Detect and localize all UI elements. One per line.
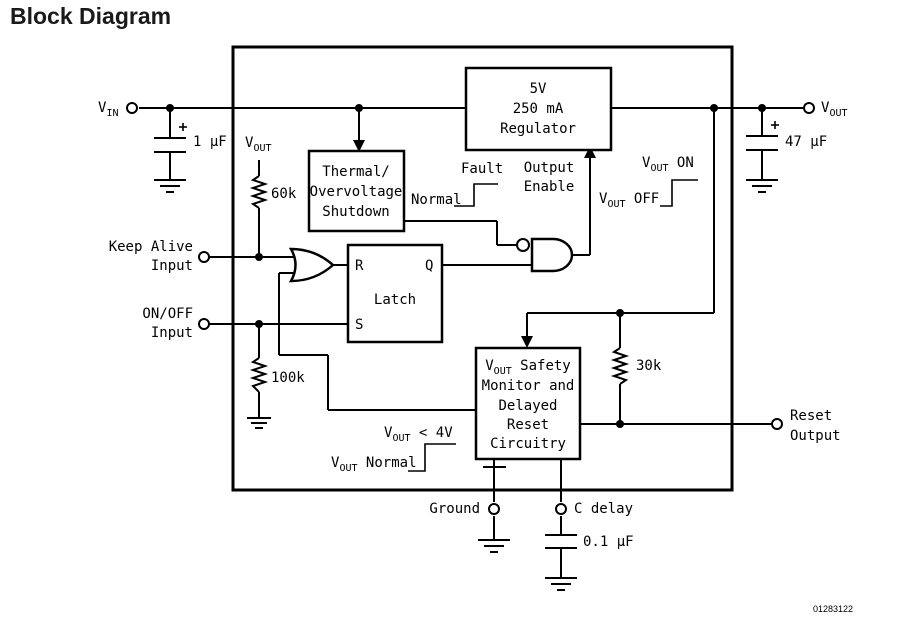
vout-terminal xyxy=(803,102,815,114)
fault-waveform xyxy=(454,183,498,207)
vout-on-label: VOUT ON xyxy=(642,155,694,174)
or-gate xyxy=(288,247,335,283)
output-enable-label-2: Enable xyxy=(524,179,575,195)
normal-label: Normal xyxy=(411,192,462,208)
ground-symbol-100k xyxy=(247,417,271,429)
reset-terminal xyxy=(771,418,783,430)
safety-text-2: Monitor and xyxy=(482,378,575,394)
and-gate xyxy=(530,237,574,273)
arrow-to-safety-monitor xyxy=(521,336,533,348)
regulator-text-1: 5V xyxy=(530,81,547,97)
on-off-label-1: ON/OFF xyxy=(142,306,193,322)
vout-lt-4v-label: VOUT < 4V xyxy=(384,425,453,444)
junction-dots xyxy=(166,104,766,428)
thermal-text-2: Overvoltage xyxy=(310,184,403,200)
page-title: Block Diagram xyxy=(10,3,172,29)
r-reset-value: 30k xyxy=(636,358,662,374)
vout-normal-waveform xyxy=(408,443,456,472)
output-enable-label-1: Output xyxy=(524,160,575,176)
safety-monitor-block xyxy=(474,346,582,461)
vin-label: VIN xyxy=(98,100,118,119)
figure-number: 01283122 xyxy=(813,604,854,614)
arrow-output-enable xyxy=(584,146,596,158)
ground-terminal xyxy=(488,503,500,515)
resistor-60k xyxy=(249,175,269,209)
regulator-block xyxy=(464,66,613,152)
regulator-text-3: Regulator xyxy=(500,121,576,137)
signal-arrows xyxy=(353,140,596,348)
safety-text-1: VOUT Safety xyxy=(485,358,571,377)
ground-symbol-cdelay xyxy=(545,577,577,591)
keep-alive-label-2: Input xyxy=(151,258,193,274)
c-out-value: 47 µF xyxy=(785,134,827,150)
ground-symbol-output xyxy=(746,179,778,193)
thermal-text-3: Shutdown xyxy=(322,204,389,220)
ground-symbol-input xyxy=(154,179,186,193)
inverting-bubble xyxy=(516,238,530,252)
vout-off-label: VOUT OFF xyxy=(599,191,659,210)
latch-name: Latch xyxy=(374,292,416,308)
cdelay-terminal xyxy=(555,503,567,515)
cdelay-capacitor xyxy=(545,534,577,549)
output-capacitor xyxy=(746,121,779,151)
keep-alive-label-1: Keep Alive xyxy=(109,239,193,255)
r-pullup-value: 60k xyxy=(271,186,297,202)
safety-text-4: Reset xyxy=(507,417,549,433)
latch-q-pin: Q xyxy=(425,258,433,274)
vin-terminal xyxy=(126,102,138,114)
c-delay-value: 0.1 µF xyxy=(583,534,634,550)
input-capacitor xyxy=(154,123,187,153)
latch-s-pin: S xyxy=(355,317,363,333)
wiring xyxy=(139,107,803,578)
thermal-text-1: Thermal/ xyxy=(322,164,389,180)
fault-label: Fault xyxy=(461,161,503,177)
ground-label: Ground xyxy=(429,501,480,517)
resistor-100k xyxy=(249,357,269,393)
cdelay-label: C delay xyxy=(574,501,633,517)
regulator-text-2: 250 mA xyxy=(513,101,564,117)
safety-text-3: Delayed xyxy=(498,398,557,414)
vout-label: VOUT xyxy=(821,100,848,119)
safety-text-5: Circuitry xyxy=(490,436,566,452)
thermal-shutdown-block xyxy=(307,149,406,233)
reset-label-1: Reset xyxy=(790,408,832,424)
pullup-supply-label: VOUT xyxy=(245,135,272,154)
on-off-terminal xyxy=(198,318,210,330)
keep-alive-terminal xyxy=(198,251,210,263)
c-in-value: 1 µF xyxy=(193,134,227,150)
arrow-to-thermal xyxy=(353,140,365,152)
reset-label-2: Output xyxy=(790,428,841,444)
ic-package-outline xyxy=(231,45,734,492)
vout-normal-label: VOUT Normal xyxy=(331,455,417,474)
ground-symbol-ground-pin xyxy=(478,539,510,553)
on-off-label-2: Input xyxy=(151,325,193,341)
vout-on-off-waveform xyxy=(660,179,698,207)
resistor-30k xyxy=(610,347,630,385)
latch-block xyxy=(346,243,444,344)
r-pulldown-value: 100k xyxy=(271,370,305,386)
latch-r-pin: R xyxy=(355,258,364,274)
